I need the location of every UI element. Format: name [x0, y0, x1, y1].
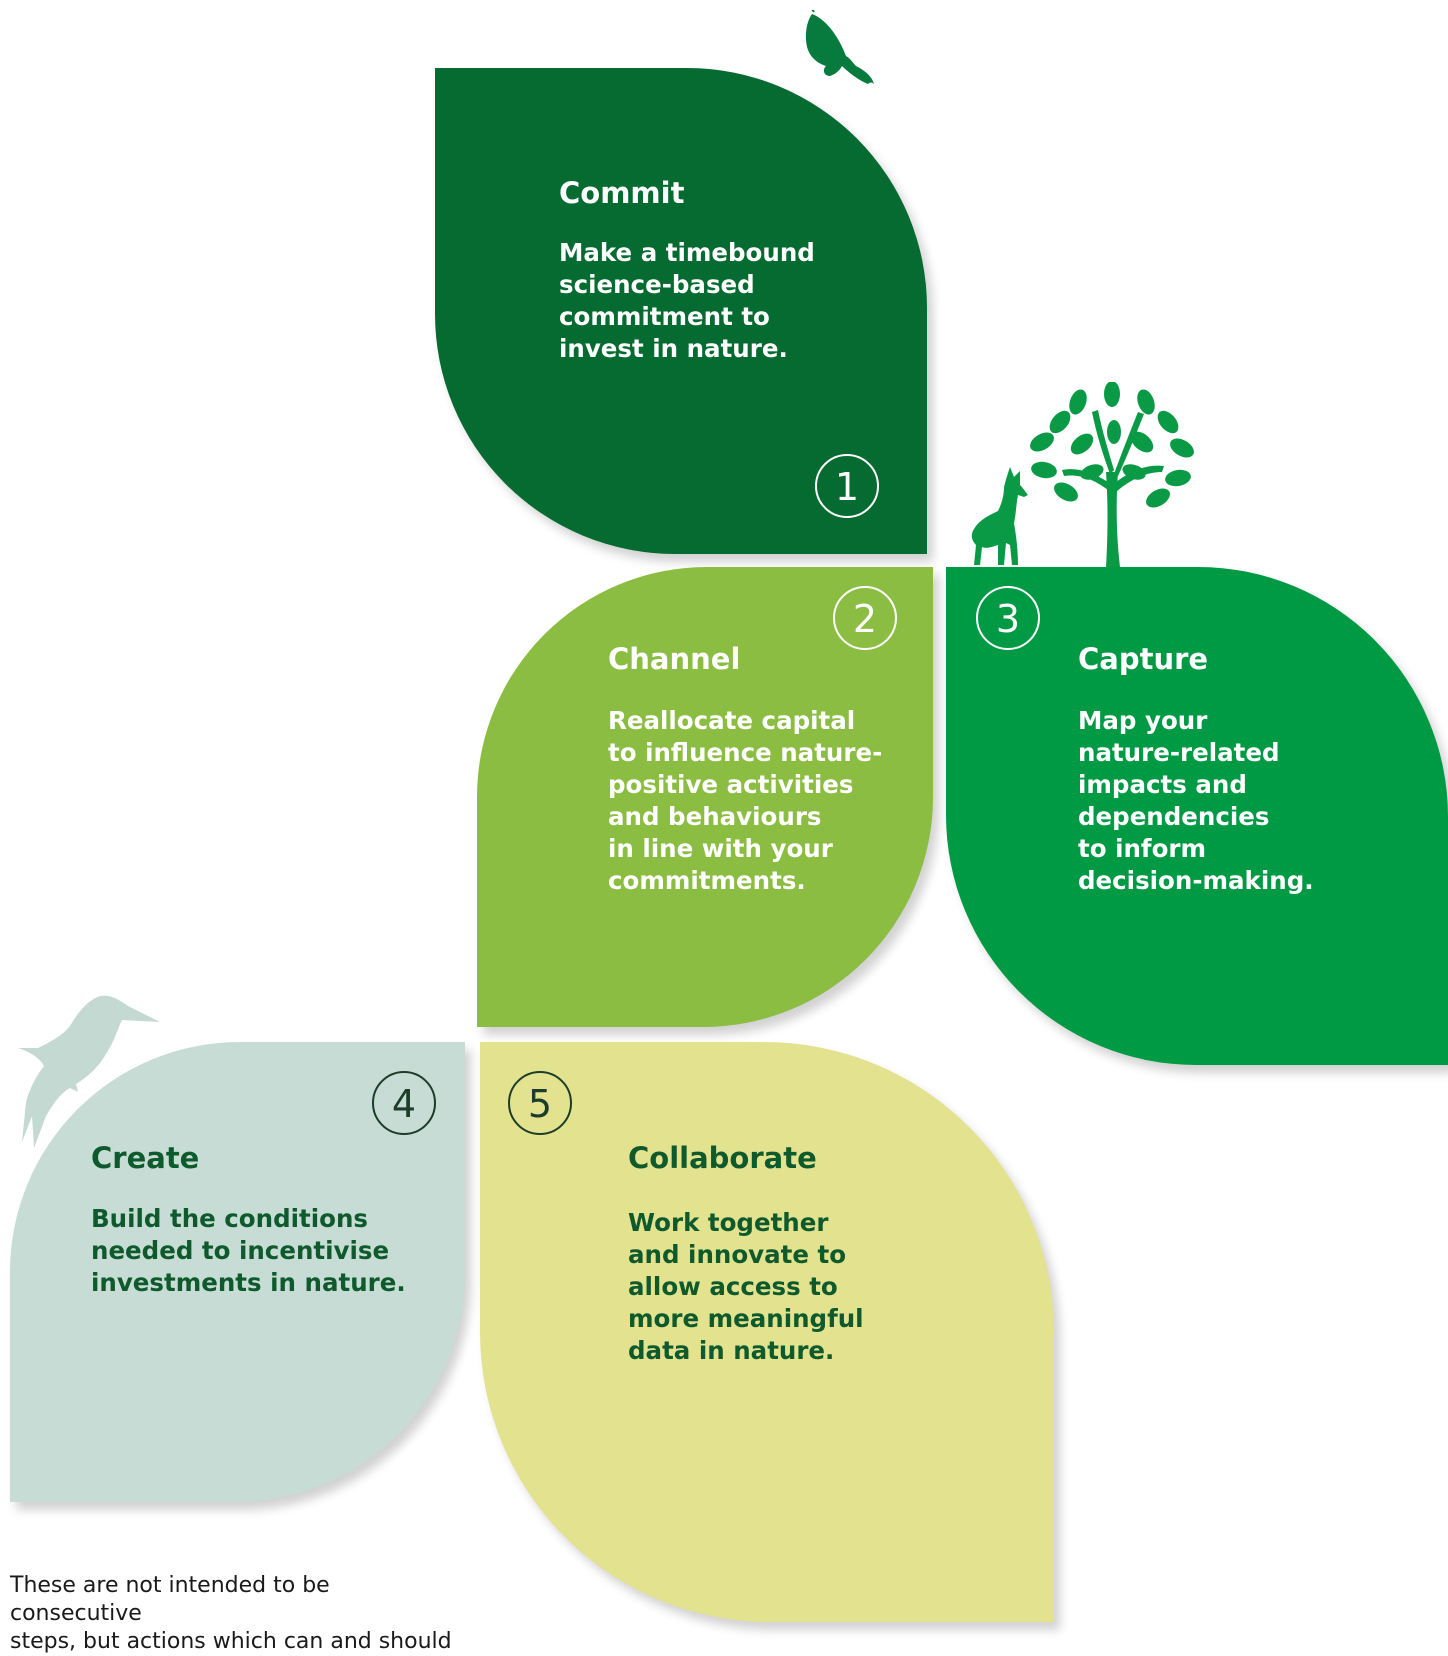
step-capture-description: Map your nature-related impacts and depe…: [1078, 706, 1314, 895]
step-collaborate-description: Work together and innovate to allow acce…: [628, 1208, 864, 1365]
step-create-title: Create: [91, 1141, 200, 1175]
step-create-description: Build the conditions needed to incentivi…: [91, 1204, 406, 1297]
step-collaborate-leaf: 5 Collaborate Work together and innovate…: [480, 1042, 1054, 1622]
bird-icon: [18, 995, 160, 1148]
step-capture-title: Capture: [1078, 642, 1209, 676]
step-number-1: 1: [815, 454, 879, 518]
butterfly-icon: [805, 10, 874, 84]
step-number-4: 4: [372, 1071, 436, 1135]
step-number-5: 5: [508, 1071, 572, 1135]
step-commit-description: Make a timebound science-based commitmen…: [559, 238, 815, 363]
tree-icon: [1030, 382, 1194, 567]
step-channel-title: Channel: [608, 642, 741, 676]
step-collaborate-title: Collaborate: [628, 1141, 817, 1175]
footnote: These are not intended to be consecutive…: [10, 1573, 452, 1654]
step-create-leaf: 4 Create Build the conditions needed to …: [10, 1042, 465, 1502]
step-number-2: 2: [833, 586, 897, 650]
step-channel-leaf: 2 Channel Reallocate capital to influenc…: [477, 567, 933, 1027]
step-capture-leaf: 3 Capture Map your nature-related impact…: [946, 567, 1448, 1065]
step-commit-title: Commit: [559, 176, 685, 210]
step-number-3: 3: [976, 586, 1040, 650]
step-commit-leaf: Commit Make a timebound science-based co…: [435, 68, 927, 554]
step-channel-description: Reallocate capital to influence nature- …: [608, 706, 883, 895]
wolf-icon: [971, 467, 1028, 565]
